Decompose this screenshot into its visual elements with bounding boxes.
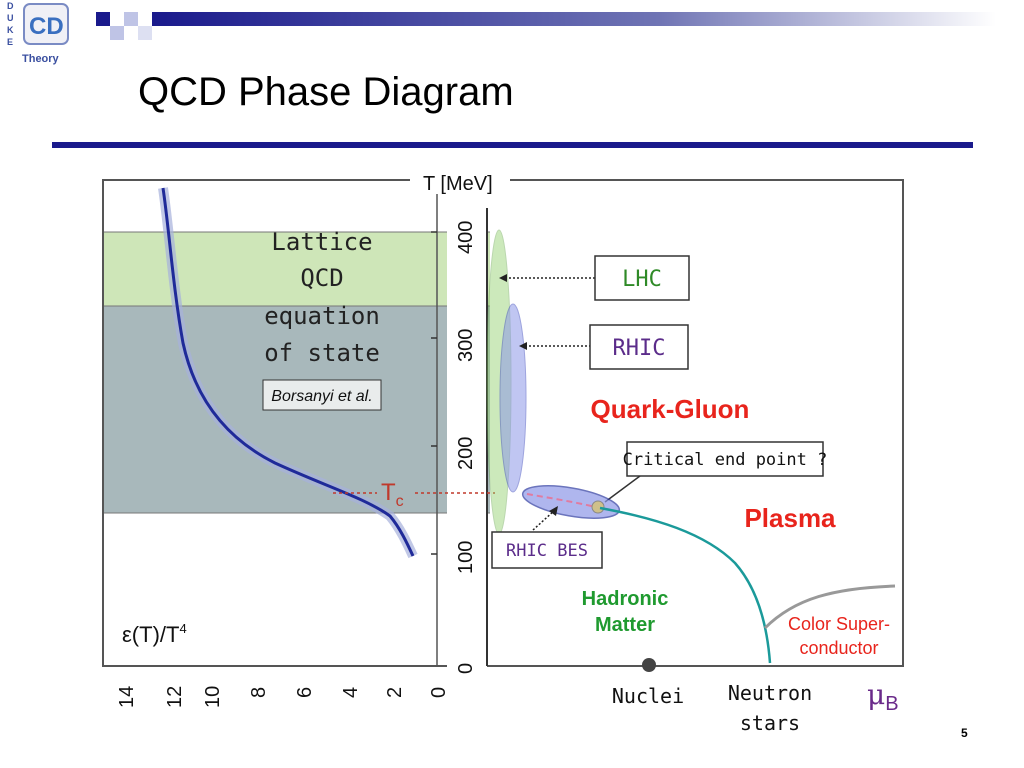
eps-tick-10: 10 — [202, 686, 224, 708]
eps-tick-0: 0 — [428, 687, 450, 698]
hadronic-line-1: Hadronic — [582, 588, 669, 610]
t-tick-400: 400 — [455, 221, 477, 254]
logo-word: Theory — [22, 53, 60, 65]
lattice-line-4: of state — [264, 339, 380, 367]
t-axis-column — [447, 208, 487, 668]
rhic-label: RHIC — [613, 336, 666, 361]
logo-letter-k: K — [7, 25, 14, 35]
logo-mark: CD — [29, 13, 64, 40]
mu-b-label: μB — [867, 678, 899, 715]
nuclei-point — [642, 658, 656, 672]
page-number: 5 — [961, 726, 968, 740]
t-axis-label: T [MeV] — [423, 173, 493, 195]
color-sc-boundary — [763, 584, 896, 630]
phase-boundary-line — [599, 506, 772, 664]
tc-label-sub: c — [396, 493, 404, 510]
eps-tick-6: 6 — [294, 687, 316, 698]
neutron-line-2: stars — [740, 711, 800, 735]
qgp-line-2: Plasma — [744, 503, 836, 533]
color-sc-line-2: conductor — [799, 638, 878, 658]
logo-frame — [23, 3, 69, 45]
critical-point-label: Critical end point ? — [623, 450, 828, 470]
critical-end-point — [591, 500, 605, 514]
t-tick-100: 100 — [455, 541, 477, 574]
lhc-label: LHC — [622, 267, 662, 292]
rhic-box — [589, 324, 689, 370]
rhic-bes-box — [491, 531, 603, 569]
critical-point-pointer — [604, 475, 641, 503]
nuclei-label: Nuclei — [612, 684, 684, 708]
rhic-bes-label: RHIC BES — [506, 541, 588, 561]
color-sc-line-1: Color Super- — [788, 614, 890, 634]
logo-letter-u: U — [7, 13, 14, 23]
t-tick-0: 0 — [455, 663, 477, 674]
rhic-bes-pointer — [532, 509, 556, 531]
header-decoration — [96, 12, 996, 40]
lattice-line-1: Lattice — [271, 228, 372, 256]
tc-label-main: T — [381, 479, 396, 506]
hadronic-line-2: Matter — [595, 614, 655, 636]
logo-letter-d: D — [7, 1, 14, 11]
eps-tick-8: 8 — [248, 687, 270, 698]
tc-label: Tc — [381, 479, 404, 510]
rhic-ellipse — [499, 303, 527, 493]
logo-letter-e: E — [7, 37, 13, 47]
eps-tick-14: 14 — [116, 686, 138, 708]
slide-title: QCD Phase Diagram — [138, 70, 514, 114]
critical-point-box — [626, 441, 824, 477]
lattice-line-2: QCD — [300, 264, 343, 292]
t-tick-200: 200 — [455, 437, 477, 470]
eps-tick-12: 12 — [164, 686, 186, 708]
citation-box — [262, 379, 382, 411]
eps-label: ε(T)/T4 — [122, 621, 187, 647]
title-divider — [52, 142, 973, 148]
qcd-phase-diagram: T [MeV] 0 100 200 300 400 14 12 10 8 6 4… — [102, 170, 904, 735]
lhc-box — [594, 255, 690, 301]
mu-label: μ — [867, 678, 885, 711]
mu-sub: B — [885, 693, 898, 715]
eps-label-sup: 4 — [179, 621, 186, 636]
eps-label-main: ε(T)/T — [122, 622, 179, 647]
t-tick-300: 300 — [455, 329, 477, 362]
neutron-line-1: Neutron — [728, 681, 812, 705]
eps-tick-2: 2 — [384, 687, 406, 698]
eos-curve — [161, 187, 415, 557]
qgp-line-1: Quark-Gluon — [591, 394, 750, 424]
duke-theory-logo: D U K E CD Theory — [7, 1, 69, 65]
citation-text: Borsanyi et al. — [271, 388, 372, 405]
lattice-line-3: equation — [264, 302, 380, 330]
eps-tick-4: 4 — [340, 687, 362, 698]
